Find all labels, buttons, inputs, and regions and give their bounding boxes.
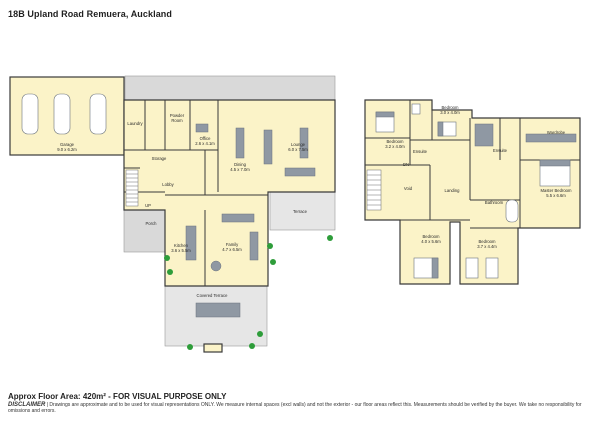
porch-label: Porch (146, 221, 158, 226)
svg-text:Covered Terrace: Covered Terrace (197, 293, 229, 298)
first-floor (364, 99, 581, 285)
svg-text:Bathroom: Bathroom (485, 200, 504, 205)
dining-label: Dining (234, 162, 247, 167)
storage-label: Storage (152, 156, 167, 161)
bedroom-b-label: Bedroom (442, 105, 460, 110)
bedroom-d-label: Bedroom (479, 239, 497, 244)
disclaimer-label: DISCLAIMER (8, 402, 46, 408)
svg-text:Laundry: Laundry (127, 121, 143, 126)
terrace-label: Terrace (293, 209, 308, 214)
svg-text:Landing: Landing (445, 188, 461, 193)
page-title: 18B Upland Road Remuera, Auckland (8, 9, 173, 19)
laundry-label: Laundry (127, 121, 143, 126)
master-dims: 5.5 x 6.6m (546, 193, 566, 198)
plant-icon (164, 235, 333, 350)
void-label: Void (404, 186, 413, 191)
bedroom-d-dims: 3.7 x 4.4m (477, 244, 497, 249)
landing-label: Landing (445, 188, 461, 193)
bedroom-a-dims: 3.2 x 4.0m (385, 144, 405, 149)
bathroom-label: Bathroom (485, 200, 504, 205)
disclaimer: DISCLAIMER | Drawings are approximate an… (8, 402, 592, 414)
floor-area-note: Approx Floor Area: 420m² - FOR VISUAL PU… (8, 392, 227, 401)
bedroom-b-dims: 3.0 x 4.0m (440, 110, 460, 115)
office-label: Office (200, 136, 212, 141)
dining-dims: 4.5 x 7.0m (230, 167, 250, 172)
powder-label-2: Room (171, 118, 183, 123)
bedroom-a-label: Bedroom (387, 139, 405, 144)
up-label: UP (145, 203, 151, 208)
kitchen-label: Kitchen (174, 243, 189, 248)
terrace-paving (269, 191, 336, 231)
fixtures (411, 103, 577, 223)
bedroom-c-dims: 4.0 x 5.6m (421, 239, 441, 244)
ground-floor (9, 75, 336, 353)
bed-icon (375, 111, 571, 279)
bedroom-c-label: Bedroom (423, 234, 441, 239)
svg-text:Terrace: Terrace (293, 209, 308, 214)
office-dims: 2.6 x 4.1m (195, 141, 215, 146)
ensuite-b-label: Ensuite (493, 148, 508, 153)
ground-main-room (123, 99, 336, 287)
first-main-room (364, 99, 581, 285)
lobby-label: Lobby (162, 182, 174, 187)
master-label: Master Bedroom (541, 188, 572, 193)
svg-text:Lobby: Lobby (162, 182, 174, 187)
svg-text:Storage: Storage (152, 156, 167, 161)
powder-label: Powder (170, 113, 185, 118)
porch-paving (123, 209, 167, 253)
car-icon (21, 93, 107, 135)
svg-text:Ensuite: Ensuite (493, 148, 508, 153)
covered-terrace-label: Covered Terrace (197, 293, 229, 298)
disclaimer-text: | Drawings are approximate and to be use… (8, 402, 582, 415)
svg-text:Wardrobe: Wardrobe (547, 130, 566, 135)
lounge-label: Lounge (291, 142, 306, 147)
svg-text:Porch: Porch (146, 221, 158, 226)
svg-text:Void: Void (404, 186, 413, 191)
roof-area (124, 75, 336, 101)
steps (203, 343, 223, 353)
wardrobe-label: Wardrobe (547, 130, 566, 135)
furniture (185, 123, 316, 318)
family-dims: 4.7 x 6.5m (222, 247, 242, 252)
kitchen-dims: 3.6 x 5.5m (171, 248, 191, 253)
garage-label: Garage (60, 142, 75, 147)
family-label: Family (226, 242, 239, 247)
svg-text:Ensuite: Ensuite (413, 149, 428, 154)
garage-dims: 9.0 x 6.2m (57, 147, 77, 152)
lounge-dims: 6.0 x 7.5m (288, 147, 308, 152)
dn-label: DN (403, 162, 409, 167)
ensuite-a-label: Ensuite (413, 149, 428, 154)
